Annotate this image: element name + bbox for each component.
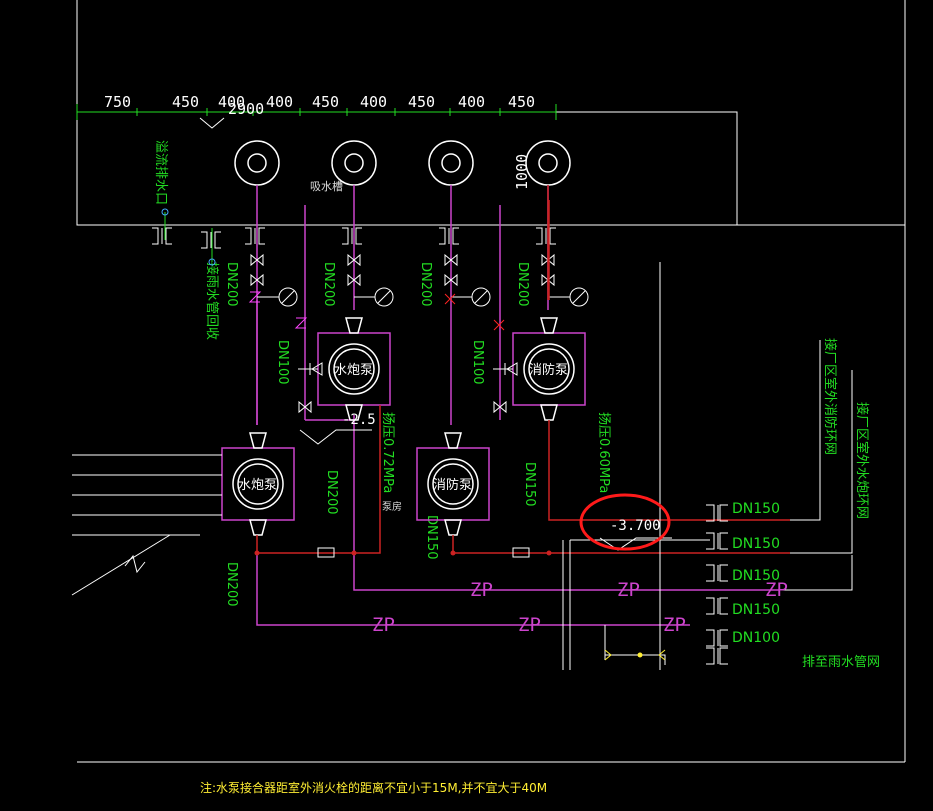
- pump-label-2: 消防泵: [529, 362, 568, 378]
- flow-switch-right: [512, 547, 530, 558]
- dim-overlap: 2900: [228, 100, 264, 118]
- dim-9: 450: [508, 93, 535, 111]
- pump-label-1: 水炮泵: [334, 363, 373, 378]
- dim-6: 400: [360, 93, 387, 111]
- pump-label-4: 消防泵: [433, 477, 472, 493]
- outlet-label: DN150: [732, 568, 780, 584]
- ring-label-1: 接厂区室外消防环网: [822, 338, 838, 455]
- zp-label: ZP: [617, 579, 640, 601]
- pipe-label: DN150: [424, 515, 439, 560]
- pipe-label: DN200: [324, 470, 339, 515]
- red-marker-a: [444, 293, 456, 305]
- pump-impellers: [232, 317, 575, 536]
- discharge-nodes: [254, 550, 552, 556]
- left-tank-note: 溢流排水口: [153, 140, 168, 205]
- pump-label-3: 水炮泵: [238, 478, 277, 493]
- stair-lines: [71, 454, 222, 596]
- dim-2: 450: [172, 93, 199, 111]
- flanges: [152, 227, 556, 249]
- check-valves: [298, 362, 518, 376]
- outlet-label: DN100: [732, 630, 780, 646]
- level-left: -2.5: [342, 412, 376, 428]
- outlet-label: DN150: [732, 602, 780, 618]
- pressure-right: 扬压0.60MPa: [596, 412, 611, 493]
- pipe-label: DN200: [321, 262, 336, 307]
- z-marker-b: [294, 317, 308, 329]
- pipe-label: DN100: [470, 340, 485, 385]
- dimension-line: [76, 104, 557, 120]
- red-highlight-circle: [579, 493, 671, 551]
- dim-4: 400: [266, 93, 293, 111]
- pipe-label: DN200: [224, 262, 239, 307]
- red-marker-b: [493, 319, 505, 331]
- level-right-mark: [599, 537, 672, 551]
- level-right: -3.700: [610, 518, 661, 534]
- pipe-label: DN200: [515, 262, 530, 307]
- dim-8: 400: [458, 93, 485, 111]
- tank-label: 吸水槽: [310, 180, 343, 193]
- adapter-flanges: [706, 504, 728, 665]
- pressure-left: 扬压0.72MPa: [380, 412, 395, 493]
- valve-small: [604, 649, 666, 661]
- dim-5: 450: [312, 93, 339, 111]
- drain-note: 接雨水管回收: [204, 262, 220, 340]
- pipe-label: DN200: [418, 262, 433, 307]
- outlet-label: DN150: [732, 501, 780, 517]
- pipe-label: DN200: [224, 562, 239, 607]
- zp-label: ZP: [663, 614, 686, 636]
- building-outline: [76, 0, 906, 763]
- zp-label: ZP: [470, 579, 493, 601]
- dim-leader: [199, 117, 225, 129]
- dim-7: 450: [408, 93, 435, 111]
- suction-pipes: [256, 185, 780, 626]
- z-marker-a: [248, 291, 262, 303]
- zp-label: ZP: [765, 579, 788, 601]
- level-left-mark: [299, 429, 372, 445]
- room-note: 泵房: [382, 500, 402, 513]
- ring-label-2: 接厂区室外水炮环网: [854, 402, 870, 519]
- zp-label: ZP: [518, 614, 541, 636]
- dim-1: 750: [104, 93, 131, 111]
- ring-main-lines: [562, 262, 853, 670]
- pipe-label: DN100: [275, 340, 290, 385]
- gate-valves: [250, 253, 555, 414]
- dim-3: 400: [218, 93, 245, 111]
- rain-node: [637, 652, 643, 658]
- rain-label: 排至雨水管网: [802, 655, 880, 670]
- outlet-label: DN150: [732, 536, 780, 552]
- zp-label: ZP: [372, 614, 395, 636]
- pipe-label: DN150: [522, 462, 537, 507]
- flow-switch-left: [317, 547, 335, 558]
- footnote: 注:水泵接合器距室外消火栓的距离不宜小于15M,并不宜大于40M: [200, 780, 547, 795]
- pressure-gauges: [257, 287, 589, 307]
